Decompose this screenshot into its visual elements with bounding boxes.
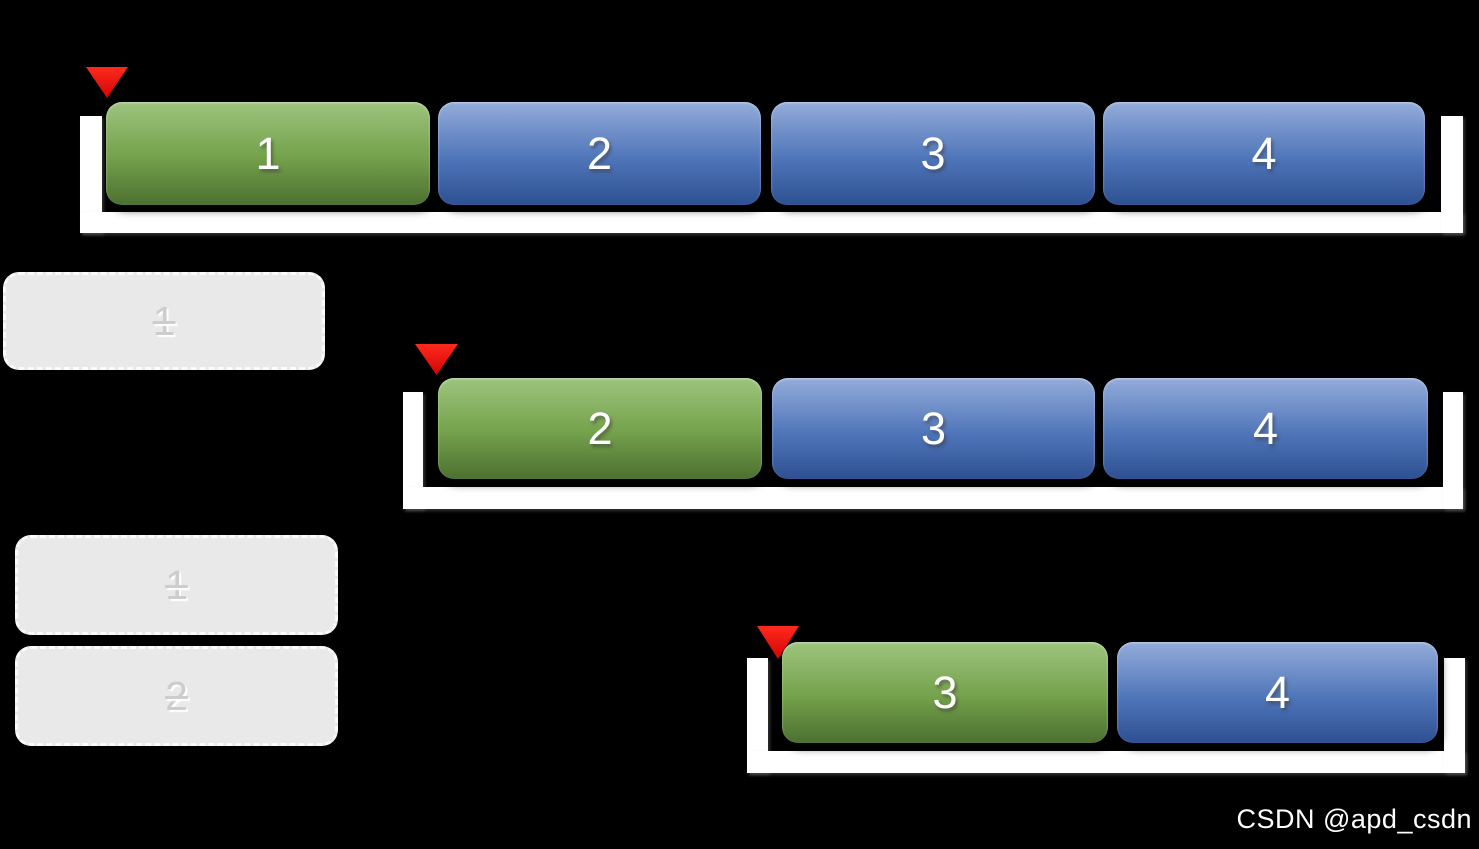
queue-item-front: 1 <box>106 102 430 205</box>
bracket-bottom-bar <box>403 487 1463 509</box>
queue-item-label: 3 <box>920 127 946 179</box>
queue-item-label: 4 <box>1252 402 1279 454</box>
queue-item: 4 <box>1103 102 1425 205</box>
queue-item: 3 <box>771 102 1095 205</box>
front-pointer-icon <box>415 344 458 375</box>
queue-item-label: 3 <box>920 402 947 454</box>
front-pointer-icon <box>86 67 128 98</box>
queue-item-front: 3 <box>782 642 1108 743</box>
queue-item: 2 <box>438 102 761 205</box>
queue-item-label: 1 <box>255 127 281 179</box>
queue-item: 4 <box>1117 642 1438 743</box>
removed-item: 1 <box>15 535 338 635</box>
bracket-left-arm <box>403 392 423 509</box>
bracket-bottom-bar <box>80 212 1463 233</box>
queue-item-label: 3 <box>932 666 958 718</box>
bracket-left-arm <box>80 116 102 233</box>
removed-item: 2 <box>15 646 338 746</box>
queue-item-front: 2 <box>438 378 762 479</box>
bracket-right-arm <box>1443 392 1463 509</box>
watermark: CSDN @apd_csdn <box>1236 804 1472 834</box>
queue-item-label: 4 <box>1251 127 1277 179</box>
queue-item: 4 <box>1103 378 1428 479</box>
removed-item: 1 <box>3 272 325 370</box>
queue-item-label: 4 <box>1264 666 1291 718</box>
queue-item-label: 2 <box>586 127 613 179</box>
bracket-bottom-bar <box>747 751 1465 773</box>
bracket-left-arm <box>747 658 768 773</box>
queue-item: 3 <box>772 378 1095 479</box>
removed-item-label: 1 <box>165 561 188 608</box>
removed-item-label: 2 <box>165 672 188 719</box>
bracket-right-arm <box>1441 116 1463 233</box>
queue-item-label: 2 <box>587 402 613 454</box>
bracket-right-arm <box>1444 658 1465 773</box>
removed-item-label: 1 <box>152 297 176 344</box>
